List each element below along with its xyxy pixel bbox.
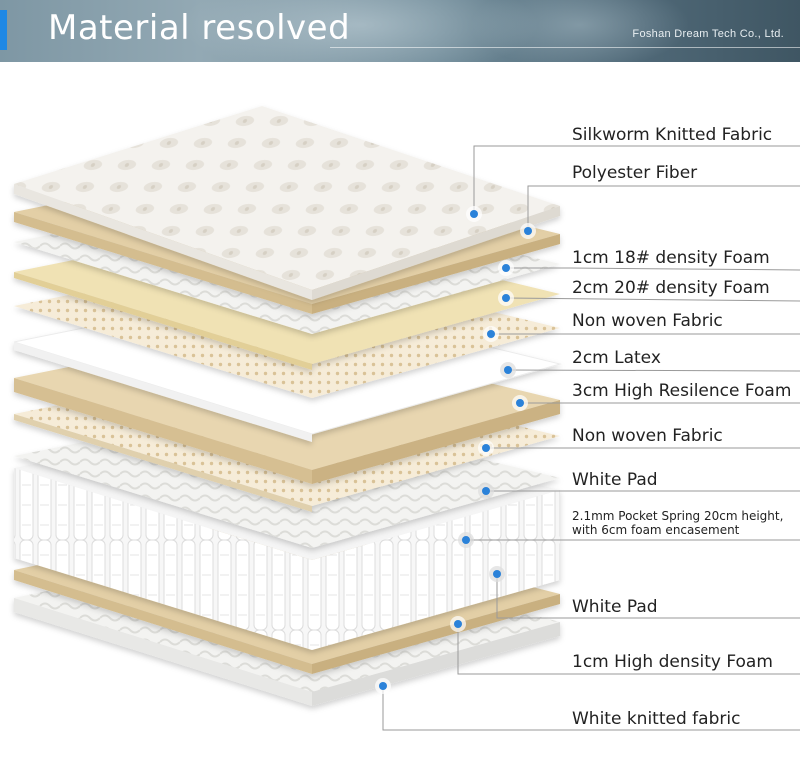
company-name: Foshan Dream Tech Co., Ltd. (632, 28, 784, 40)
layer-label: White Pad (572, 597, 658, 617)
layer-label: 3cm High Resilence Foam (572, 381, 792, 401)
header-wave (470, 0, 690, 62)
layer-label: 2cm 20# density Foam (572, 278, 770, 298)
leader-lines (382, 145, 800, 731)
header-banner: Material resolved Foshan Dream Tech Co.,… (0, 0, 800, 62)
marker-dot (498, 290, 514, 306)
layer-label: Non woven Fabric (572, 311, 723, 331)
layer-label: Non woven Fabric (572, 426, 723, 446)
layer-label: 2cm Latex (572, 348, 661, 368)
page-title: Material resolved (48, 8, 351, 48)
layer-silkworm-knitted-fabric (14, 106, 560, 300)
marker-dot (375, 678, 391, 694)
mattress-layers-graphic (13, 106, 800, 731)
marker-dot (478, 483, 494, 499)
layer-label: 1cm High density Foam (572, 652, 773, 672)
layer-label: White knitted fabric (572, 709, 741, 729)
marker-dot (458, 532, 474, 548)
mattress-diagram (0, 62, 800, 759)
layer-label: Polyester Fiber (572, 163, 698, 183)
marker-dot (498, 260, 514, 276)
marker-dot (520, 223, 536, 239)
marker-dot (512, 395, 528, 411)
layer-label: 1cm 18# density Foam (572, 248, 770, 268)
marker-dot (450, 616, 466, 632)
marker-dot (500, 362, 516, 378)
marker-dots (375, 206, 536, 694)
marker-dot (483, 326, 499, 342)
layer-label: White Pad (572, 470, 658, 490)
header-accent-bar (0, 10, 7, 50)
layer-label: 2.1mm Pocket Spring 20cm height, with 6c… (572, 509, 784, 537)
layer-label: Silkworm Knitted Fabric (572, 125, 773, 145)
header-rule (330, 47, 800, 48)
marker-dot (478, 440, 494, 456)
marker-dot (466, 206, 482, 222)
marker-dot (489, 566, 505, 582)
